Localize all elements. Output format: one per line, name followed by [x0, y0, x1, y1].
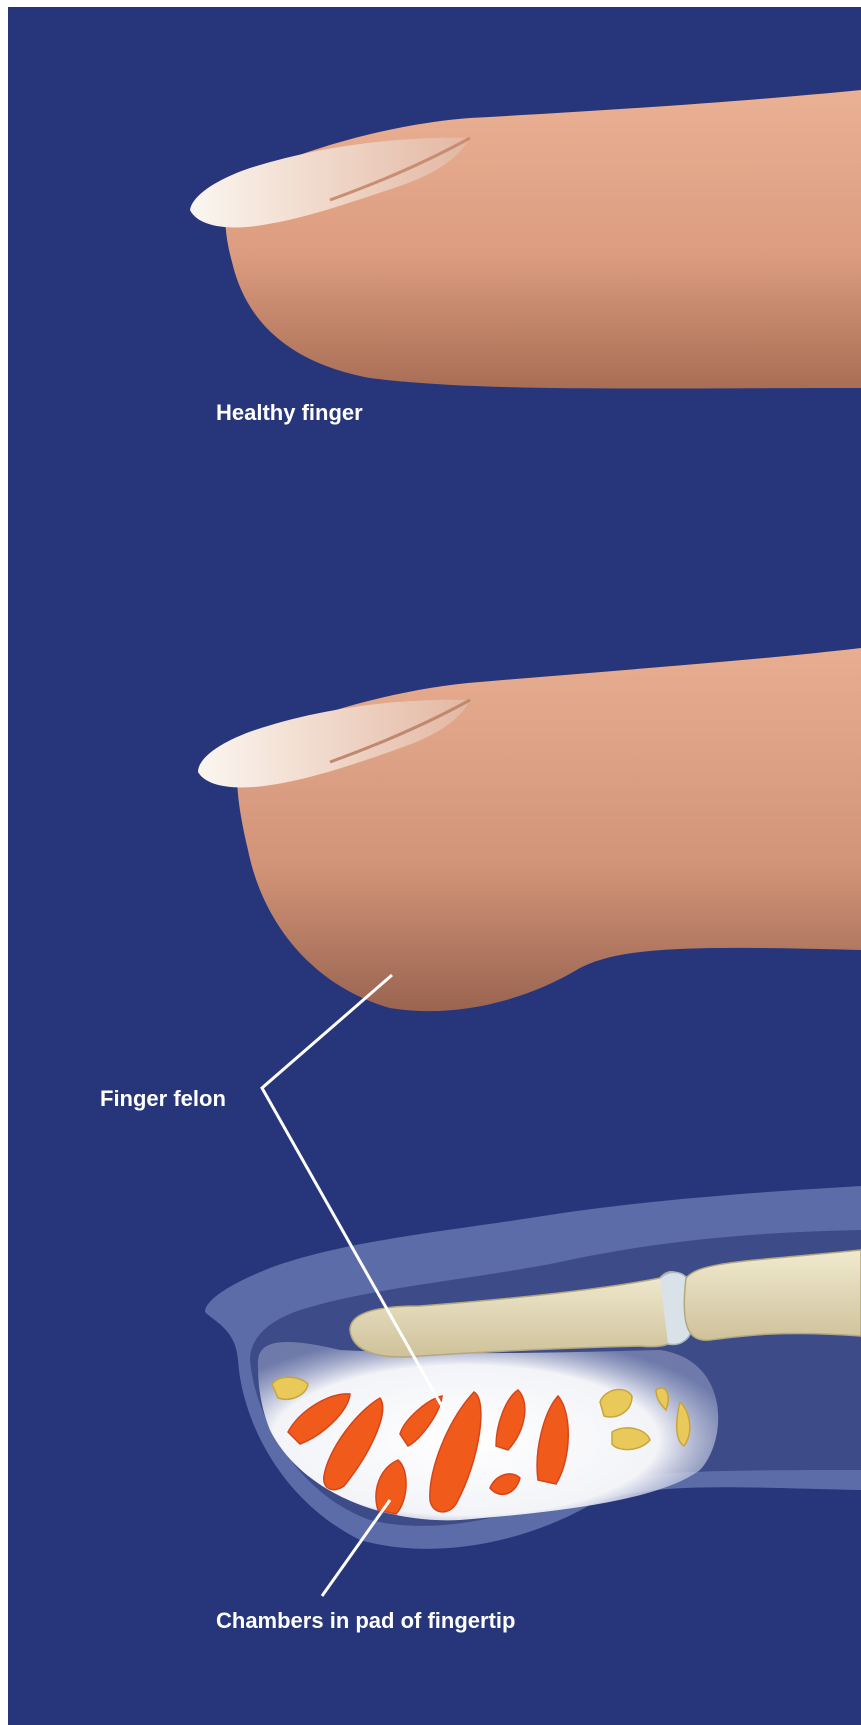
healthy-finger-label: Healthy finger: [216, 400, 363, 426]
finger-felon-label: Finger felon: [100, 1086, 226, 1112]
chambers-label: Chambers in pad of fingertip: [216, 1608, 515, 1634]
